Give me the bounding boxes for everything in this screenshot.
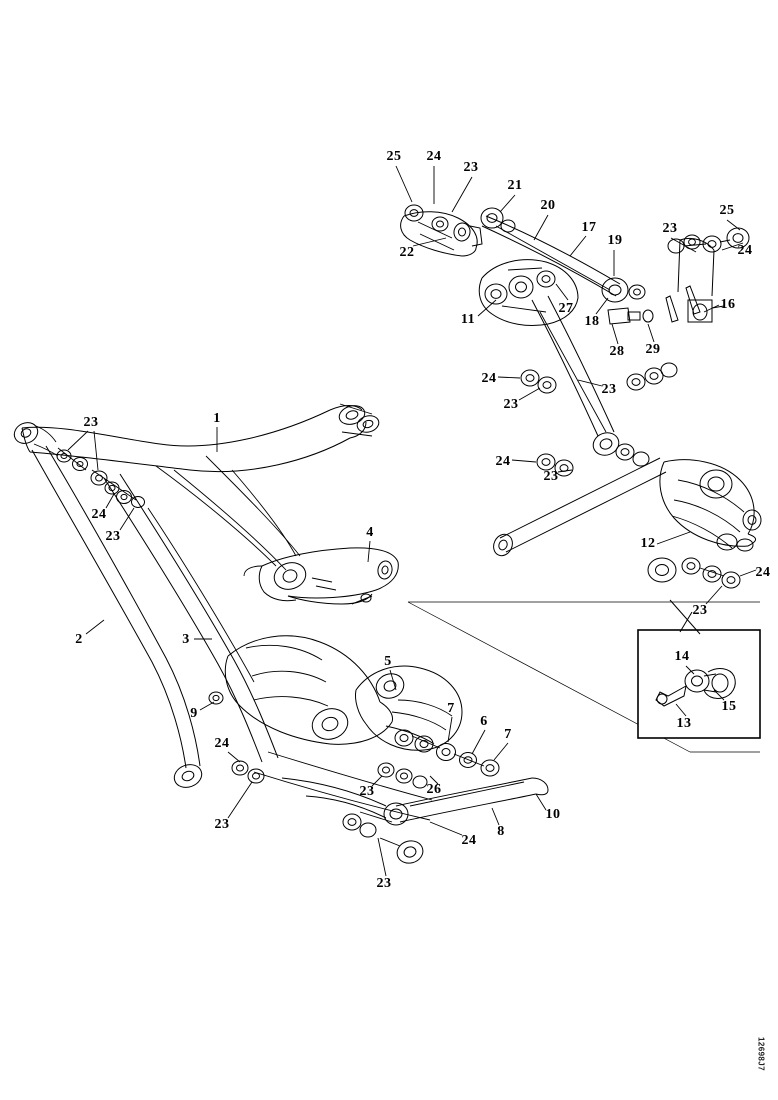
callout-8: 8 — [497, 824, 505, 839]
callout-24f: 24 — [91, 507, 107, 522]
callout-22: 22 — [399, 245, 415, 260]
callout-23h: 23 — [105, 529, 121, 544]
callout-23c: 23 — [503, 397, 519, 412]
callout-23k: 23 — [376, 876, 392, 891]
callout-27: 27 — [558, 301, 574, 316]
callout-25b: 25 — [719, 203, 735, 218]
callout-6: 6 — [480, 714, 488, 729]
pin-train-67 — [394, 729, 500, 777]
callout-16: 16 — [720, 297, 736, 312]
bracket-item-4 — [243, 547, 399, 605]
callout-14: 14 — [674, 649, 690, 664]
callout-24b: 24 — [737, 243, 753, 258]
callout-25a: 25 — [386, 149, 402, 164]
callout-19: 19 — [607, 233, 623, 248]
callout-10: 10 — [545, 807, 561, 822]
callout-20: 20 — [540, 198, 556, 213]
callout-11: 11 — [460, 312, 476, 327]
callout-5: 5 — [384, 654, 392, 669]
callout-15: 15 — [721, 699, 737, 714]
callout-23b: 23 — [662, 221, 678, 236]
callout-17: 17 — [581, 220, 597, 235]
upper-right-linkage — [400, 204, 762, 753]
inset-detail-box — [637, 599, 761, 739]
callout-23d: 23 — [601, 382, 617, 397]
callout-13: 13 — [676, 716, 692, 731]
leader-lines — [67, 165, 757, 877]
lower-center-assembly — [208, 635, 549, 864]
callout-23i: 23 — [214, 817, 230, 832]
callout-3: 3 — [182, 632, 190, 647]
drawing-code: 12698J7 — [754, 1018, 768, 1090]
callout-26: 26 — [426, 782, 442, 797]
callout-24e: 24 — [755, 565, 771, 580]
drawing-code-text: 12698J7 — [756, 1037, 766, 1071]
callout-7b: 7 — [504, 727, 512, 742]
callout-18: 18 — [584, 314, 600, 329]
lower-pin-cluster — [208, 691, 428, 864]
bracket-item-12 — [647, 459, 762, 589]
callout-24a: 24 — [426, 149, 442, 164]
callout-28: 28 — [609, 344, 625, 359]
callout-29: 29 — [645, 342, 661, 357]
callout-1: 1 — [213, 411, 221, 426]
washer-stacks-right — [520, 362, 678, 477]
left-frame-assembly — [13, 403, 399, 788]
callout-24g: 24 — [214, 736, 230, 751]
callout-23j: 23 — [359, 784, 375, 799]
callout-2: 2 — [75, 632, 83, 647]
callout-23e: 23 — [543, 469, 559, 484]
callout-24d: 24 — [495, 454, 511, 469]
callout-23a: 23 — [463, 160, 479, 175]
callout-9: 9 — [190, 706, 198, 721]
callout-23f: 23 — [692, 603, 708, 618]
callout-12: 12 — [640, 536, 656, 551]
left-pin-cluster — [56, 447, 145, 508]
callout-4: 4 — [366, 525, 374, 540]
callout-23g: 23 — [83, 415, 99, 430]
callout-24h: 24 — [461, 833, 477, 848]
callout-7a: 7 — [447, 701, 455, 716]
callout-21: 21 — [507, 178, 523, 193]
callout-24c: 24 — [481, 371, 497, 386]
